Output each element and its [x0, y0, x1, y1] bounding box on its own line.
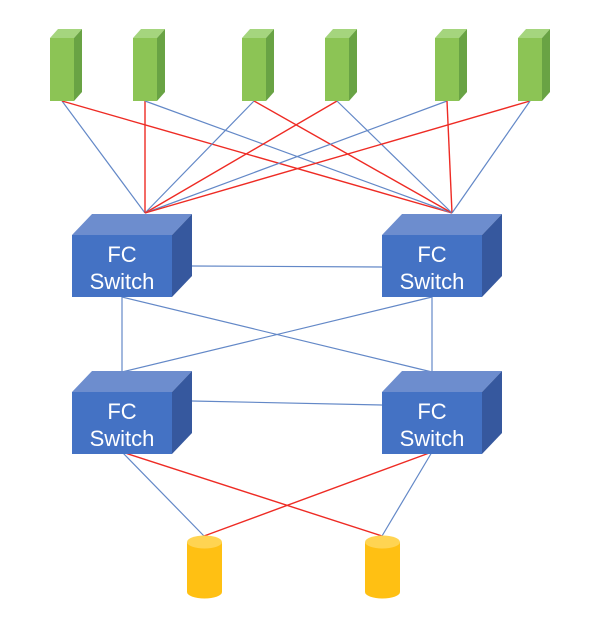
fc-switch-bottom-left-node — [72, 392, 172, 454]
server-5-top-face — [435, 29, 467, 38]
fc-switch-bottom-left-label-line2: Switch — [90, 426, 155, 451]
link-fc-switch-top-right--fc-switch-bottom-left — [121, 296, 433, 373]
fc-switch-top-right-label-line1: FC — [417, 242, 446, 267]
storage-1-top-face — [187, 535, 222, 549]
link-server-6--fc-switch-top-left — [144, 100, 531, 214]
fc-switch-top-left-label-line2: Switch — [90, 269, 155, 294]
server-3-node — [242, 38, 266, 101]
fc-switch-top-right-node — [382, 235, 482, 297]
link-server-5--fc-switch-top-right — [446, 100, 453, 214]
link-server-2--fc-switch-top-right — [144, 100, 453, 214]
link-fc-switch-top-left--fc-switch-top-right — [191, 265, 383, 268]
link-server-5--fc-switch-top-left — [144, 100, 448, 214]
link-fc-switch-bottom-right--storage-1 — [203, 451, 433, 537]
link-server-1--fc-switch-top-right — [61, 100, 453, 214]
link-server-3--fc-switch-top-right — [253, 100, 453, 214]
server-2-side-face — [157, 29, 165, 101]
server-3-side-face — [266, 29, 274, 101]
fc-switch-bottom-left-top-face — [72, 371, 192, 392]
server-2-node — [133, 38, 157, 101]
storage-1-body — [187, 542, 222, 599]
server-4-node — [325, 38, 349, 101]
link-server-3--fc-switch-top-left — [144, 100, 255, 214]
storage-2-body — [365, 542, 400, 599]
fc-switch-top-left-side-face — [172, 214, 192, 297]
link-server-4--fc-switch-top-left — [144, 100, 338, 214]
link-fc-switch-bottom-left--storage-2 — [121, 451, 383, 537]
link-fc-switch-bottom-left--storage-1 — [121, 451, 205, 537]
fc-switch-top-right-side-face — [482, 214, 502, 297]
fc-switch-bottom-right-label-line2: Switch — [400, 426, 465, 451]
fc-switch-top-left-node — [72, 235, 172, 297]
fc-switch-bottom-left-side-face — [172, 371, 192, 454]
fc-switch-bottom-right-side-face — [482, 371, 502, 454]
fc-switch-top-left-label-line1: FC — [107, 242, 136, 267]
link-server-4--fc-switch-top-right — [336, 100, 453, 214]
server-4-side-face — [349, 29, 357, 101]
link-fc-switch-bottom-right--storage-2 — [381, 451, 433, 537]
server-4-top-face — [325, 29, 357, 38]
fc-switch-top-right-top-face — [382, 214, 502, 235]
server-6-node — [518, 38, 542, 101]
server-1-top-face — [50, 29, 82, 38]
storage-2-top-face — [365, 535, 400, 549]
server-1-side-face — [74, 29, 82, 101]
fc-switch-bottom-right-top-face — [382, 371, 502, 392]
server-6-side-face — [542, 29, 550, 101]
fc-switch-top-left-top-face — [72, 214, 192, 235]
link-server-1--fc-switch-top-left — [61, 100, 146, 214]
server-1-node — [50, 38, 74, 101]
server-6-top-face — [518, 29, 550, 38]
server-5-node — [435, 38, 459, 101]
fc-switch-bottom-right-node — [382, 392, 482, 454]
server-3-top-face — [242, 29, 274, 38]
server-5-side-face — [459, 29, 467, 101]
link-server-6--fc-switch-top-right — [451, 100, 531, 214]
link-fc-switch-bottom-left--fc-switch-bottom-right — [191, 400, 383, 406]
fc-switch-top-right-label-line2: Switch — [400, 269, 465, 294]
fc-switch-bottom-right-label-line1: FC — [417, 399, 446, 424]
fc-switch-bottom-left-label-line1: FC — [107, 399, 136, 424]
server-2-top-face — [133, 29, 165, 38]
